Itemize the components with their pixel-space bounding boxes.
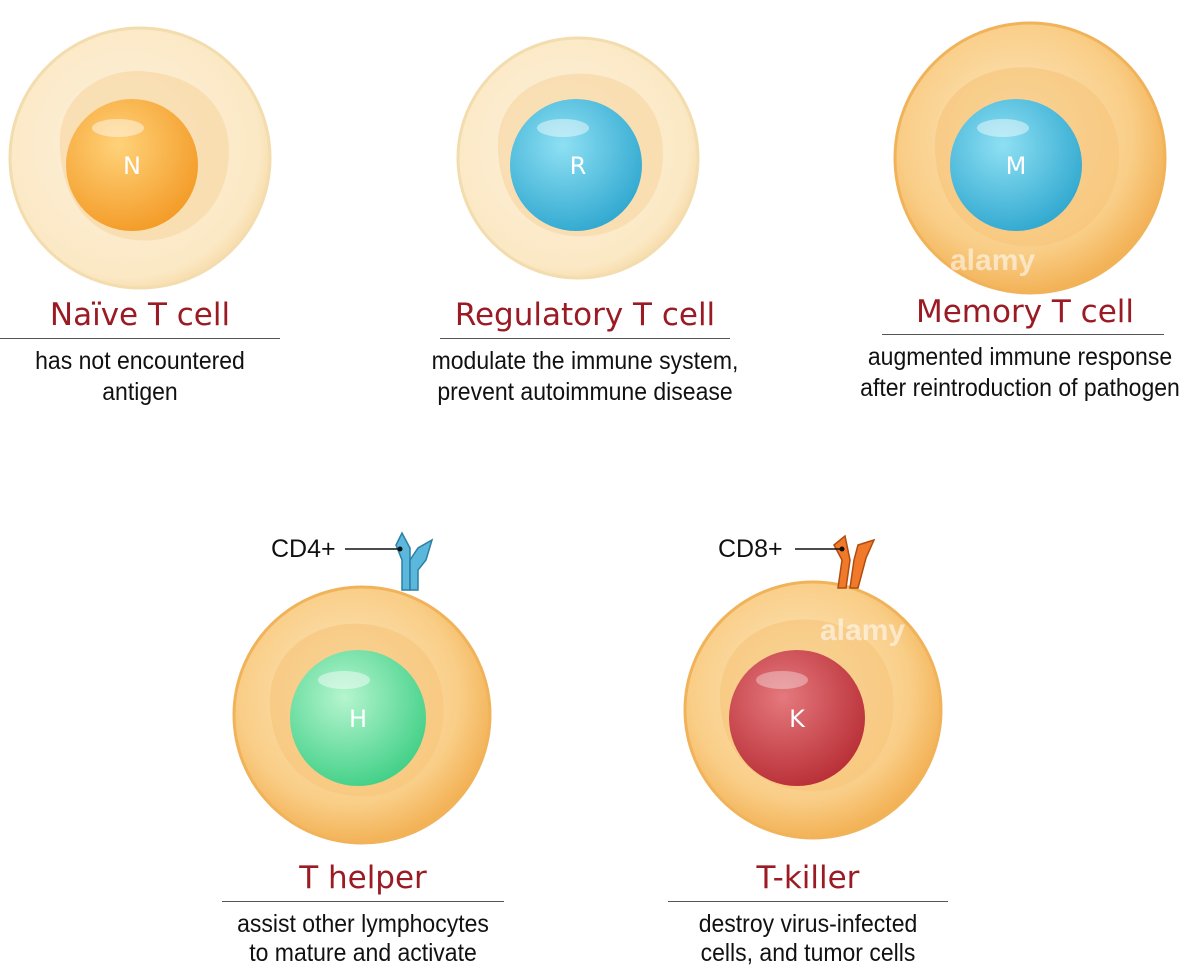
cd4-receptor — [345, 531, 434, 591]
killer-divider — [668, 901, 948, 902]
naive-nucleus — [66, 99, 198, 231]
killer-desc-line2: cells, and tumor cells — [700, 939, 916, 967]
helper-divider — [222, 901, 504, 902]
killer-title: T-killer — [756, 860, 860, 896]
naive-title: Naïve T cell — [49, 297, 231, 333]
memory-t-cell: M — [893, 21, 1167, 295]
helper-desc-line2: to mature and activate — [249, 939, 477, 967]
nucleus-letter-k: K — [789, 705, 806, 733]
helper-desc-line1: assist other lymphocytes — [237, 910, 489, 938]
t-helper-cell: H — [232, 531, 492, 845]
regulatory-title: Regulatory T cell — [454, 297, 716, 333]
nucleus-letter-n: N — [123, 152, 141, 180]
memory-desc-line1: augmented immune response — [867, 343, 1173, 371]
cd8-label: CD8+ — [718, 535, 783, 563]
naive-desc-line2: antigen — [102, 378, 178, 406]
nucleus-letter-h: H — [349, 705, 367, 733]
memory-nucleus — [950, 99, 1082, 231]
regulatory-t-cell: R — [456, 36, 700, 280]
regulatory-desc-line1: modulate the immune system, — [431, 347, 739, 375]
naive-t-cell: N — [8, 26, 272, 290]
killer-desc-line1: destroy virus-infected — [698, 910, 918, 938]
memory-divider — [882, 334, 1164, 335]
cd4-label: CD4+ — [271, 535, 336, 563]
watermark-text-2: alamy — [820, 614, 905, 647]
regulatory-nucleus — [510, 99, 642, 231]
helper-title: T helper — [299, 860, 427, 896]
naive-divider — [0, 338, 280, 339]
helper-nucleus — [290, 650, 426, 786]
watermark-text: alamy — [950, 244, 1035, 277]
nucleus-letter-m: M — [1006, 152, 1027, 180]
naive-desc-line1: has not encountered — [35, 347, 245, 375]
cd8-receptor — [795, 534, 876, 589]
nucleus-letter-r: R — [570, 152, 587, 180]
t-killer-cell: K — [683, 534, 943, 840]
regulatory-desc-line2: prevent autoimmune disease — [437, 378, 733, 406]
killer-nucleus — [729, 650, 865, 786]
memory-desc-line2: after reintroduction of pathogen — [860, 374, 1180, 402]
memory-title: Memory T cell — [915, 294, 1135, 330]
regulatory-divider — [440, 338, 730, 339]
